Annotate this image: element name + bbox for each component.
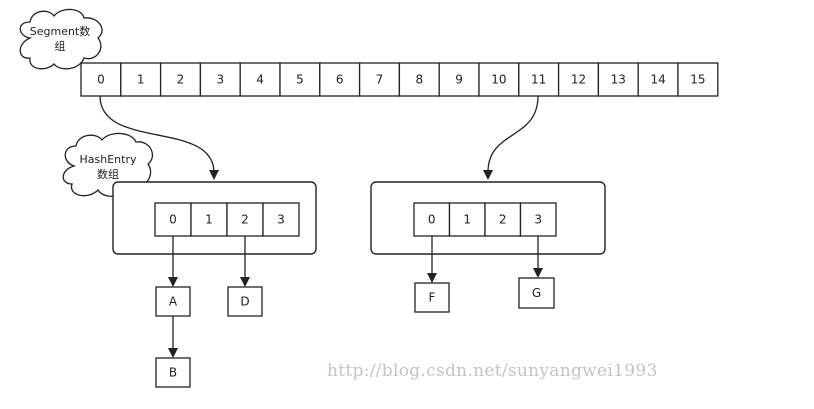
hashentry-cell-0: 0 xyxy=(154,202,192,237)
segment-cell-4: 4 xyxy=(239,62,281,97)
hashentry-table-1-cells: 0 1 2 3 xyxy=(413,202,557,237)
segment-cell-3: 3 xyxy=(199,62,241,97)
hashentry-cell-0: 0 xyxy=(413,202,451,237)
segment-array-label: Segment数 组 xyxy=(19,8,103,70)
entry-node-B: B xyxy=(155,357,191,388)
segment-cell-9: 9 xyxy=(438,62,480,97)
hashentry-cell-label: 1 xyxy=(205,213,213,227)
hashentry-cell-label: 3 xyxy=(277,213,285,227)
hashentry-array-label: HashEntry 数组 xyxy=(62,132,153,197)
hashentry-cell-label: 3 xyxy=(534,213,542,227)
segment-cell-label: 1 xyxy=(137,73,145,87)
segment-cell-label: 4 xyxy=(256,73,264,87)
hashentry-cell-label: 0 xyxy=(428,213,436,227)
entry-node-label: A xyxy=(169,295,178,309)
segment-cell-8: 8 xyxy=(398,62,440,97)
segment-cell-13: 13 xyxy=(597,62,639,97)
entry-node-D: D xyxy=(227,286,263,317)
segment-cell-2: 2 xyxy=(159,62,202,97)
hashentry-label-line1: HashEntry xyxy=(80,153,137,166)
segment-to-table-1-edge xyxy=(483,95,539,180)
segment-cloud-shape xyxy=(19,8,103,70)
hashentry-label-line2: 数组 xyxy=(97,167,119,181)
segment-cell-label: 14 xyxy=(650,73,665,87)
segment-cell-7: 7 xyxy=(358,62,401,97)
hashentry-cell-1: 1 xyxy=(190,202,228,237)
hashentry-cell-2: 2 xyxy=(226,202,264,237)
watermark-text: http://blog.csdn.net/sunyangwei1993 xyxy=(327,361,658,381)
segment-cell-label: 8 xyxy=(415,73,423,87)
segment-cell-label: 2 xyxy=(177,73,185,87)
edge-t0c2-to-D xyxy=(240,236,250,287)
segment-label-line2: 组 xyxy=(55,39,66,53)
segment-cell-1: 1 xyxy=(120,62,162,97)
segment-cell-label: 3 xyxy=(216,73,224,87)
hashentry-cell-3: 3 xyxy=(262,202,300,237)
segment-cell-14: 14 xyxy=(637,62,679,97)
segment-cell-11: 11 xyxy=(518,62,560,97)
entry-node-A: A xyxy=(155,286,191,317)
segment-cell-label: 6 xyxy=(336,73,344,87)
segment-cell-10: 10 xyxy=(478,62,520,97)
hashentry-table-0: 0 1 2 3 xyxy=(112,181,317,255)
hashentry-cell-label: 1 xyxy=(463,213,471,227)
segment-cell-15: 15 xyxy=(677,62,719,97)
entry-node-label: G xyxy=(532,286,541,300)
segment-cell-12: 12 xyxy=(557,62,600,97)
entry-node-label: B xyxy=(169,366,177,380)
hashentry-cell-label: 2 xyxy=(499,213,507,227)
edge-A-to-B xyxy=(168,316,178,358)
segment-label-line1: Segment数 xyxy=(30,25,91,38)
segment-cell-label: 0 xyxy=(97,73,105,87)
hashentry-cell-label: 2 xyxy=(241,213,249,227)
edge-t1c0-to-F xyxy=(427,236,437,283)
segment-cell-0: 0 xyxy=(80,62,122,97)
hashentry-cloud-shape xyxy=(62,132,153,197)
entry-node-G: G xyxy=(518,277,555,309)
chain-edges xyxy=(168,236,543,358)
segment-cell-5: 5 xyxy=(279,62,321,97)
segment-cell-label: 5 xyxy=(296,73,304,87)
segment-to-table-0-edge xyxy=(99,95,219,180)
hashentry-cell-2: 2 xyxy=(484,202,522,237)
entry-node-label: F xyxy=(429,291,436,305)
hashentry-cell-label: 0 xyxy=(169,213,177,227)
entry-node-F: F xyxy=(414,282,450,313)
hashentry-table-0-cells: 0 1 2 3 xyxy=(154,202,300,237)
segment-cell-label: 11 xyxy=(531,73,546,87)
entry-node-label: D xyxy=(240,295,249,309)
segment-cell-label: 10 xyxy=(491,73,506,87)
segment-cell-label: 7 xyxy=(376,73,384,87)
edge-t1c3-to-G xyxy=(533,236,543,278)
hashentry-table-1: 0 1 2 3 xyxy=(370,181,606,255)
segment-cell-6: 6 xyxy=(319,62,361,97)
edge-t0c0-to-A xyxy=(168,236,178,287)
segment-cell-label: 13 xyxy=(611,73,626,87)
entry-nodes: A D B F G xyxy=(155,277,555,388)
segment-cell-label: 12 xyxy=(571,73,586,87)
hashentry-cell-3: 3 xyxy=(519,202,557,237)
hashentry-cell-1: 1 xyxy=(448,202,486,237)
segment-cell-label: 9 xyxy=(455,73,463,87)
segment-cell-label: 15 xyxy=(690,73,705,87)
